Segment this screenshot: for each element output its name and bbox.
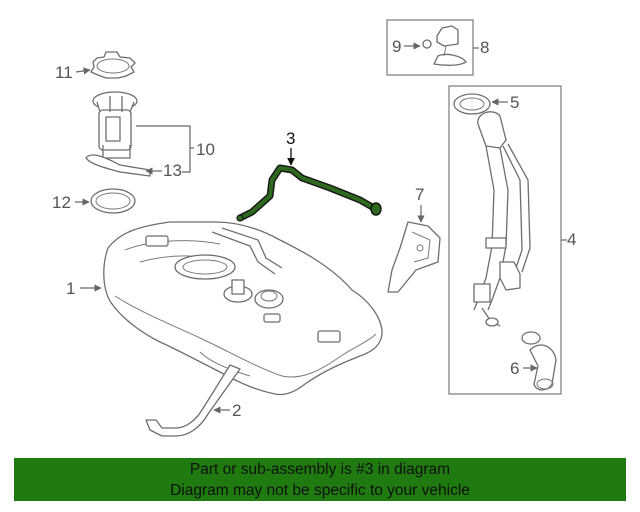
callout-10: 10	[196, 140, 215, 159]
callout-4: 4	[567, 230, 576, 249]
parts-diagram: 11 10 13 12 1	[52, 19, 576, 437]
cap-tether-part	[422, 39, 432, 49]
filler-hose-part	[521, 331, 557, 391]
fuel-cap-part	[433, 25, 467, 66]
banner-line-2: Diagram may not be specific to your vehi…	[170, 482, 470, 499]
callout-6: 6	[510, 359, 519, 378]
callout-1: 1	[66, 279, 75, 298]
gasket-part	[90, 188, 136, 214]
tank-strap-part	[145, 364, 241, 437]
banner-line-1: Part or sub-assembly is #3 in diagram	[189, 461, 451, 478]
fuel-tank-part	[103, 221, 383, 396]
callout-13: 13	[163, 161, 182, 180]
callout-3: 3	[286, 129, 295, 148]
callout-7: 7	[415, 185, 424, 204]
callout-11: 11	[55, 63, 73, 82]
callout-9: 9	[392, 37, 401, 56]
fuel-pump-module-part	[85, 91, 151, 177]
neck-seal-part	[453, 93, 491, 115]
callout-12: 12	[52, 193, 71, 212]
callout-2: 2	[232, 401, 241, 420]
vent-tube-part	[236, 164, 382, 222]
lock-ring-part	[90, 51, 136, 79]
info-banner: Part or sub-assembly is #3 in diagram Di…	[14, 458, 626, 501]
callout-8: 8	[480, 38, 489, 57]
filler-neck-part	[473, 111, 531, 327]
callout-5: 5	[510, 93, 519, 112]
bracket-part	[387, 221, 441, 293]
